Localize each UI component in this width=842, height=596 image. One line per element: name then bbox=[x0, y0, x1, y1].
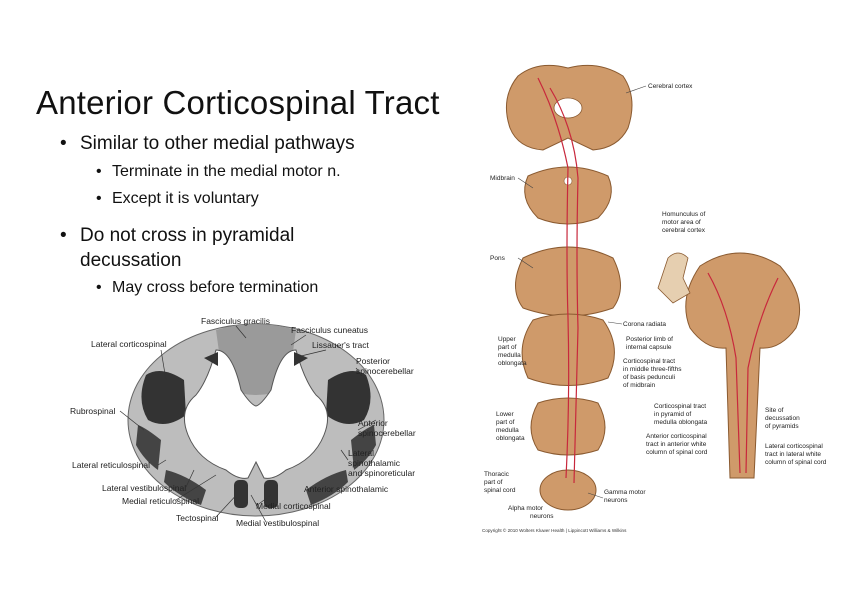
label-fasciculus-cuneatus: Fasciculus cuneatus bbox=[291, 325, 368, 335]
spinal-cord-cross-section: Fasciculus gracilis Fasciculus cuneatus … bbox=[70, 316, 416, 528]
label-lateral-cs-3: column of spinal cord bbox=[765, 459, 827, 466]
bullet-2: • Do not cross in pyramidal bbox=[60, 225, 294, 247]
label-thoracic-3: spinal cord bbox=[484, 487, 516, 494]
label-medial-vestibulospinal: Medial vestibulospinal bbox=[236, 518, 319, 528]
label-lower-medulla-1: Lower bbox=[496, 411, 515, 418]
brain-with-spinal-cord bbox=[685, 252, 801, 479]
bullet-1-text: Similar to other medial pathways bbox=[80, 133, 355, 154]
bullet-2-text-line2: decussation bbox=[80, 250, 182, 271]
bullet-dot: • bbox=[60, 133, 67, 154]
sub-bullet-1-text: Terminate in the medial motor n. bbox=[112, 163, 341, 180]
label-lissauers-tract: Lissauer's tract bbox=[312, 340, 370, 350]
lateral-corticospinal-region-left bbox=[141, 371, 186, 424]
label-anterior-spinothalamic: Anterior spinothalamic bbox=[304, 484, 389, 494]
thoracic-spinal-cord-section bbox=[539, 469, 597, 511]
label-posterior-spinocerebellar-2: spinocerebellar bbox=[356, 366, 414, 376]
tract-line-right bbox=[707, 272, 741, 474]
anterior-medial-tract-right bbox=[264, 480, 278, 508]
bullet-1: • Similar to other medial pathways bbox=[60, 133, 355, 155]
anterior-medial-tract-left bbox=[234, 480, 248, 508]
bullet-dot: • bbox=[60, 225, 67, 246]
homunculus bbox=[657, 252, 691, 304]
label-cs-middle-3: of basis pedunculi bbox=[623, 374, 675, 381]
label-anterior-cs-2: tract in anterior white bbox=[646, 441, 707, 448]
label-lateral-spinothalamic-1: Lateral bbox=[348, 448, 374, 458]
bullet-dot: • bbox=[96, 190, 102, 207]
corticospinal-pathway-diagram: Cerebral cortex Midbrain Homunculus of m… bbox=[482, 64, 827, 533]
label-pons: Pons bbox=[490, 255, 506, 262]
label-medial-corticospinal: Medial corticospinal bbox=[256, 501, 331, 511]
rubrospinal-region-left bbox=[136, 425, 161, 470]
label-alpha-1: Alpha motor bbox=[508, 505, 544, 512]
slide-title: Anterior Corticospinal Tract bbox=[36, 84, 440, 121]
label-posterior-limb-1: Posterior limb of bbox=[626, 336, 673, 343]
label-site-1: Site of bbox=[765, 407, 784, 414]
label-upper-medulla-2: part of bbox=[498, 344, 517, 351]
label-upper-medulla-1: Upper bbox=[498, 336, 517, 343]
label-fasciculus-gracilis: Fasciculus gracilis bbox=[201, 316, 270, 326]
label-corona-radiata: Corona radiata bbox=[623, 321, 666, 328]
label-thoracic-2: part of bbox=[484, 479, 503, 486]
label-anterior-cs-3: column of spinal cord bbox=[646, 449, 708, 456]
ventricles bbox=[553, 97, 583, 119]
label-lateral-cs-2: tract in lateral white bbox=[765, 451, 821, 458]
pons-section bbox=[515, 246, 621, 317]
label-cs-pyramid-1: Corticospinal tract bbox=[654, 403, 706, 410]
tract-line-right-2 bbox=[745, 277, 779, 474]
label-gamma-1: Gamma motor bbox=[604, 489, 646, 496]
label-anterior-cs-1: Anterior corticospinal bbox=[646, 433, 707, 440]
anterior-tract-right bbox=[306, 470, 348, 505]
sub-bullet-2-text: Except it is voluntary bbox=[112, 190, 259, 207]
label-posterior-limb-2: internal capsule bbox=[626, 344, 672, 351]
tract-line-descending-2 bbox=[549, 87, 579, 484]
label-cerebral-cortex: Cerebral cortex bbox=[648, 83, 693, 90]
grey-matter bbox=[183, 349, 329, 479]
label-cs-middle-2: in middle three-fifths bbox=[623, 366, 682, 373]
label-homunculus-2: motor area of bbox=[662, 219, 701, 226]
label-site-3: of pyramids bbox=[765, 423, 799, 430]
bullet-2-text-line1: Do not cross in pyramidal bbox=[80, 225, 295, 246]
label-lateral-cs-1: Lateral corticospinal bbox=[765, 443, 823, 450]
label-lateral-spinothalamic-2: spinothalamic bbox=[348, 458, 401, 468]
tract-line-descending bbox=[537, 77, 570, 479]
label-lateral-corticospinal: Lateral corticospinal bbox=[91, 339, 167, 349]
rubrospinal-region-right bbox=[351, 425, 376, 470]
label-homunculus-3: cerebral cortex bbox=[662, 227, 706, 234]
sub-bullet-2: • Except it is voluntary bbox=[96, 190, 259, 208]
label-midbrain: Midbrain bbox=[490, 175, 515, 182]
label-lateral-vestibulospinal: Lateral vestibulospinal bbox=[102, 483, 186, 493]
label-anterior-spinocerebellar-2: spinocerebellar bbox=[358, 428, 416, 438]
sub-bullet-1: • Terminate in the medial motor n. bbox=[96, 163, 341, 181]
label-gamma-2: neurons bbox=[604, 497, 628, 504]
label-lower-medulla-2: part of bbox=[496, 419, 515, 426]
sub-bullet-3: • May cross before termination bbox=[96, 279, 318, 297]
label-tectospinal: Tectospinal bbox=[176, 513, 219, 523]
label-lower-medulla-3: medulla bbox=[496, 427, 519, 434]
label-alpha-2: neurons bbox=[530, 513, 554, 520]
label-upper-medulla-3: medulla bbox=[498, 352, 521, 359]
label-upper-medulla-4: oblongata bbox=[498, 360, 527, 367]
label-medial-reticulospinal: Medial reticulospinal bbox=[122, 496, 199, 506]
bullet-dot: • bbox=[96, 163, 102, 180]
label-anterior-spinocerebellar-1: Anterior bbox=[358, 418, 388, 428]
label-lower-medulla-4: oblongata bbox=[496, 435, 525, 442]
label-cs-middle-1: Corticospinal tract bbox=[623, 358, 675, 365]
label-site-2: decussation bbox=[765, 415, 800, 422]
anterior-tract-left bbox=[164, 470, 206, 505]
lateral-corticospinal-region-right bbox=[326, 371, 371, 424]
label-homunculus-1: Homunculus of bbox=[662, 211, 706, 218]
label-thoracic-1: Thoracic bbox=[484, 471, 510, 478]
label-cs-pyramid-2: in pyramid of bbox=[654, 411, 691, 418]
label-rubrospinal: Rubrospinal bbox=[70, 406, 115, 416]
label-posterior-spinocerebellar-1: Posterior bbox=[356, 356, 390, 366]
bullet-dot: • bbox=[96, 279, 102, 296]
sub-bullet-3-text: May cross before termination bbox=[112, 279, 319, 296]
bullet-2-line2: decussation bbox=[80, 250, 181, 272]
label-cs-pyramid-3: medulla oblongata bbox=[654, 419, 708, 426]
label-cs-middle-4: of midbrain bbox=[623, 382, 656, 389]
copyright-text: Copyright © 2010 Wolters Kluwer Health |… bbox=[482, 527, 627, 533]
label-lateral-spinothalamic-3: and spinoreticular bbox=[348, 468, 415, 478]
label-lateral-reticulospinal: Lateral reticulospinal bbox=[72, 460, 150, 470]
